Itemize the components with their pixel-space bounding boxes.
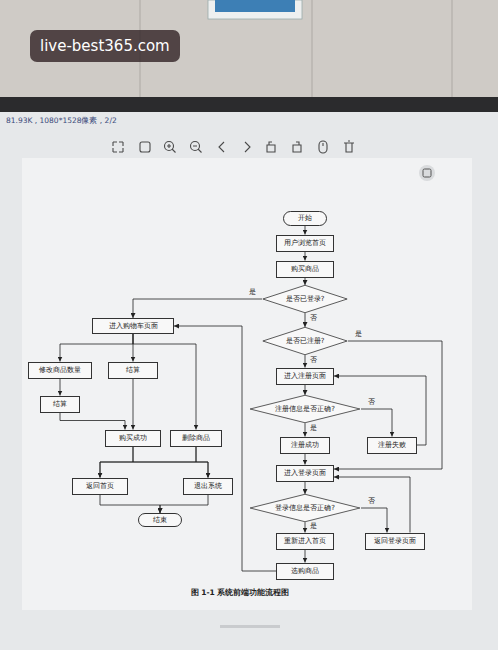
edge-label: 否: [367, 498, 376, 506]
flow-arrow: [100, 495, 160, 514]
node-text: 结算: [126, 366, 140, 374]
flow-arrow: [60, 379, 61, 396]
flow-arrow: [196, 447, 208, 478]
decision-diamond: 登录信息是否正确?: [249, 494, 361, 522]
flow-arrow: [305, 550, 306, 563]
poster-image: [215, 0, 295, 12]
flow-arrow: [133, 379, 134, 430]
flow-arrow: [305, 385, 306, 396]
screen: [0, 112, 498, 650]
node-text: 结束: [153, 516, 167, 524]
flow-arrow: [305, 423, 306, 437]
edge-label: 否: [309, 315, 318, 323]
process-box: 选购商品: [276, 563, 334, 580]
scroll-hint: [220, 625, 280, 628]
file-info: 81.93K , 1080*1528像素 , 2/2: [6, 116, 117, 126]
terminal-box: 结束: [138, 513, 182, 527]
edge-label: 是: [309, 425, 318, 433]
node-text: 购买商品: [291, 265, 319, 273]
flow-arrow: [305, 226, 306, 235]
node-text: 退出系统: [194, 482, 222, 490]
process-box: 退出系统: [183, 478, 233, 495]
node-text: 用户浏览首页: [284, 239, 326, 247]
node-text: 修改商品数量: [39, 366, 81, 374]
process-box: 结算: [108, 362, 158, 379]
node-text: 返回登录页面: [374, 537, 416, 545]
wall: [0, 0, 498, 100]
flow-arrow: [305, 252, 306, 261]
flow-arrow: [361, 409, 392, 437]
process-box: 返回登录页面: [365, 533, 425, 550]
wall-seam: [311, 0, 313, 100]
wall-seam: [451, 0, 453, 100]
process-box: 修改商品数量: [28, 362, 92, 379]
watermark: live-best365.com: [30, 30, 180, 62]
node-text: 注册信息是否正确?: [275, 405, 335, 413]
flow-arrow: [133, 299, 262, 318]
process-box: 进入购物车页面: [92, 318, 174, 334]
edge-label: 否: [367, 399, 376, 407]
node-text: 是否已登录?: [286, 295, 325, 303]
process-box: 用户浏览首页: [276, 235, 334, 252]
process-box: 进入登录页面: [276, 465, 334, 482]
process-box: 结算: [40, 396, 80, 413]
flow-arrow: [305, 313, 306, 327]
monitor-bezel: [0, 97, 498, 112]
node-text: 选购商品: [291, 567, 319, 575]
ocr-button: [419, 165, 435, 181]
process-box: 删除商品: [170, 430, 222, 447]
decision-diamond: 是否已登录?: [262, 285, 348, 313]
decision-diamond: 是否已注册?: [262, 327, 348, 355]
node-text: 进入登录页面: [284, 469, 326, 477]
flow-arrow: [160, 495, 208, 514]
terminal-box: 开始: [283, 211, 327, 226]
flow-arrow: [174, 326, 276, 571]
poster: [208, 0, 302, 19]
flow-arrow: [305, 278, 306, 286]
flow-arrow: [60, 413, 125, 430]
flow-arrow: [305, 355, 306, 368]
node-text: 结算: [53, 400, 67, 408]
process-box: 注册失败: [367, 437, 417, 454]
process-box: 购买商品: [276, 261, 334, 278]
node-text: 删除商品: [182, 434, 210, 442]
node-text: 开始: [298, 214, 312, 222]
node-text: 注册失败: [378, 441, 406, 449]
process-box: 注册成功: [280, 437, 330, 454]
flow-arrow: [361, 508, 387, 533]
process-box: 返回首页: [72, 478, 128, 495]
figure-caption: 图 1-1 系统前端功能流程图: [191, 588, 290, 598]
flow-arrow: [305, 454, 306, 465]
node-text: 进入购物车页面: [109, 322, 158, 330]
edge-label: 是: [354, 331, 363, 339]
node-text: 注册成功: [291, 441, 319, 449]
process-box: 重新进入首页: [276, 533, 334, 550]
flow-arrow: [133, 334, 196, 430]
node-text: 购买成功: [119, 434, 147, 442]
flow-arrow: [305, 522, 306, 533]
edge-label: 是: [248, 289, 257, 297]
node-text: 登录信息是否正确?: [275, 504, 335, 512]
edge-label: 否: [309, 357, 318, 365]
node-text: 进入注册页面: [284, 372, 326, 380]
process-box: 购买成功: [105, 430, 161, 447]
node-text: 是否已注册?: [286, 337, 325, 345]
flow-arrow: [334, 341, 442, 469]
process-box: 进入注册页面: [276, 368, 334, 385]
flow-arrow: [305, 482, 306, 495]
decision-diamond: 注册信息是否正确?: [249, 395, 361, 423]
toolbar-icons: [113, 141, 354, 153]
node-text: 重新进入首页: [284, 537, 326, 545]
node-text: 返回首页: [86, 482, 114, 490]
flow-arrow: [100, 447, 196, 478]
ocr-icon: [423, 169, 431, 177]
edge-label: 是: [309, 523, 318, 531]
image-panel: [22, 158, 472, 610]
flow-arrow: [60, 334, 133, 362]
